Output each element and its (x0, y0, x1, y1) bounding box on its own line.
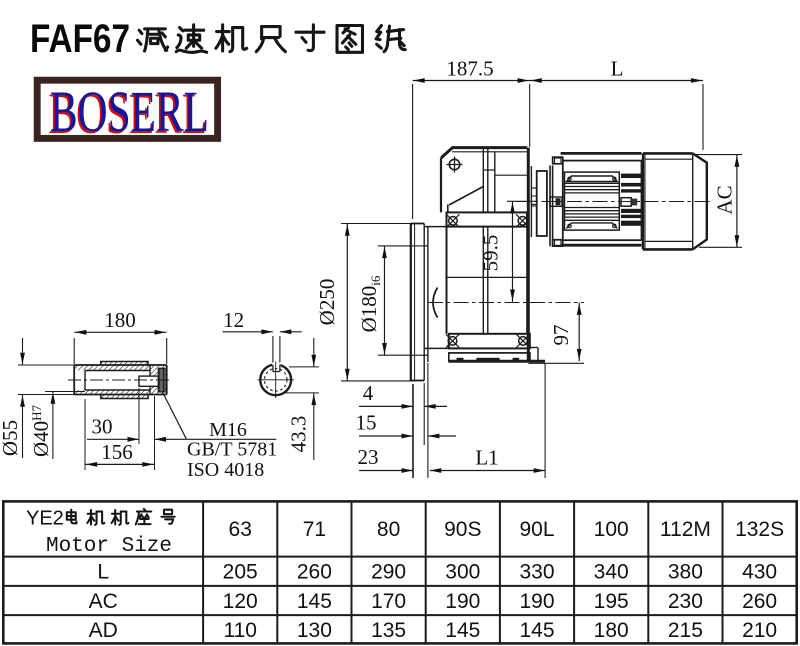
svg-text:205: 205 (223, 561, 258, 584)
svg-text:180: 180 (594, 619, 629, 642)
svg-text:43.3: 43.3 (287, 416, 311, 453)
svg-text:59.5: 59.5 (479, 235, 503, 272)
svg-text:L1: L1 (475, 446, 498, 470)
svg-text:BOSERL: BOSERL (50, 79, 209, 144)
svg-text:FAF67: FAF67 (30, 17, 130, 61)
svg-text:63: 63 (229, 518, 252, 541)
svg-text:Ø55: Ø55 (0, 420, 22, 456)
svg-text:L: L (611, 57, 624, 81)
svg-text:Ø40H7: Ø40H7 (29, 404, 53, 457)
svg-text:ISO 4018: ISO 4018 (187, 459, 264, 481)
svg-text:L: L (97, 561, 109, 584)
svg-text:90L: 90L (519, 518, 554, 541)
svg-text:GB/T 5781: GB/T 5781 (187, 439, 277, 461)
svg-text:156: 156 (101, 440, 133, 464)
svg-text:97: 97 (549, 325, 573, 346)
svg-text:260: 260 (742, 590, 777, 613)
svg-text:145: 145 (445, 619, 480, 642)
svg-text:260: 260 (297, 561, 332, 584)
svg-text:132S: 132S (735, 518, 784, 541)
svg-text:Motor Size: Motor Size (46, 535, 172, 558)
svg-text:80: 80 (377, 518, 400, 541)
svg-text:4: 4 (363, 381, 374, 405)
svg-text:340: 340 (594, 561, 629, 584)
svg-text:YE2: YE2 (26, 508, 64, 530)
svg-text:135: 135 (371, 619, 406, 642)
svg-text:Ø250: Ø250 (315, 279, 339, 326)
svg-text:145: 145 (297, 590, 332, 613)
svg-text:23: 23 (358, 445, 379, 469)
svg-text:210: 210 (742, 619, 777, 642)
svg-text:430: 430 (742, 561, 777, 584)
svg-text:180: 180 (104, 308, 136, 332)
svg-text:112M: 112M (660, 518, 711, 541)
svg-text:290: 290 (371, 561, 406, 584)
svg-text:15: 15 (356, 411, 377, 435)
svg-text:170: 170 (371, 590, 406, 613)
svg-text:AD: AD (89, 619, 118, 642)
svg-text:130: 130 (297, 619, 332, 642)
svg-text:330: 330 (519, 561, 554, 584)
svg-text:300: 300 (445, 561, 480, 584)
svg-text:AC: AC (713, 185, 737, 214)
svg-text:190: 190 (445, 590, 480, 613)
svg-text:187.5: 187.5 (446, 57, 493, 81)
svg-text:71: 71 (303, 518, 326, 541)
svg-text:M16: M16 (209, 419, 247, 441)
svg-text:145: 145 (519, 619, 554, 642)
svg-text:12: 12 (223, 308, 244, 332)
svg-text:190: 190 (519, 590, 554, 613)
svg-text:120: 120 (223, 590, 258, 613)
svg-text:380: 380 (668, 561, 703, 584)
svg-text:BOSERL: BOSERL (48, 81, 207, 146)
svg-text:30: 30 (92, 415, 113, 439)
svg-text:230: 230 (668, 590, 703, 613)
svg-text:110: 110 (223, 619, 256, 642)
svg-text:195: 195 (594, 590, 629, 613)
svg-text:90S: 90S (444, 518, 481, 541)
svg-text:AC: AC (89, 590, 118, 613)
svg-text:100: 100 (594, 518, 629, 541)
svg-text:215: 215 (668, 619, 703, 642)
